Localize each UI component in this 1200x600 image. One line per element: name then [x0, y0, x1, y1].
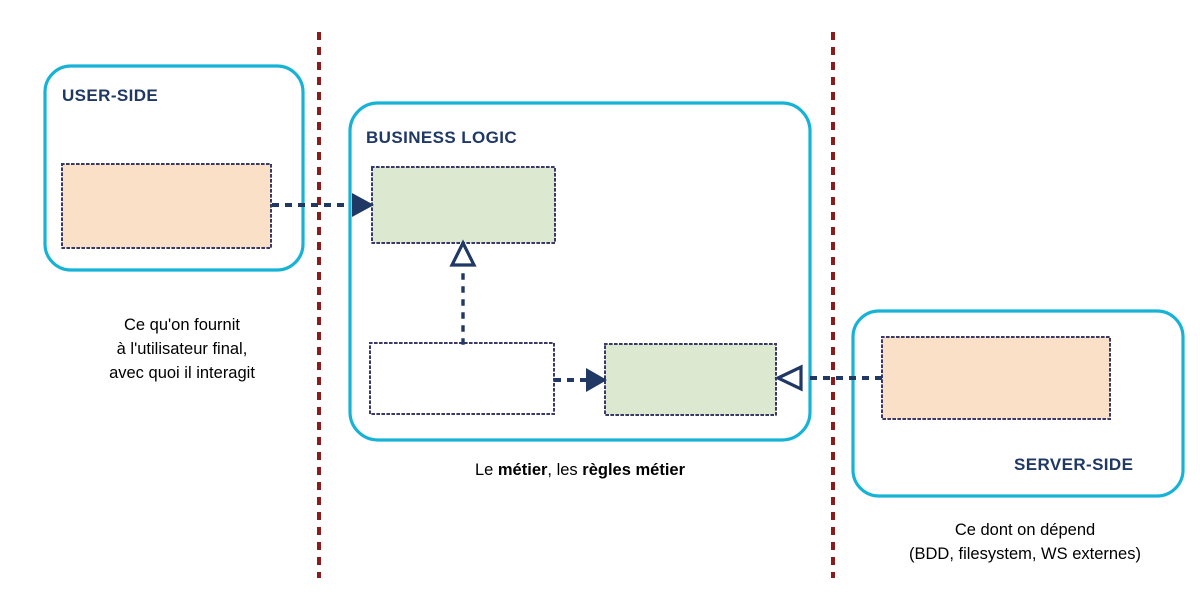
caption-user-side: Ce qu'on fournit à l'utilisateur final, …: [42, 313, 322, 385]
caption-user-side-line-2: à l'utilisateur final,: [116, 340, 248, 358]
zone-title-business-logic: BUSINESS LOGIC: [366, 128, 518, 147]
box-use-case[interactable]: [371, 166, 556, 244]
connector-entity-to-usecase: [449, 239, 477, 345]
connector-entity-to-gateway: [554, 368, 607, 392]
box-gateway[interactable]: [604, 343, 777, 416]
connector-infra-to-gateway: [774, 364, 882, 392]
caption-server-side: Ce dont on dépend (BDD, filesystem, WS e…: [855, 518, 1195, 566]
box-entity[interactable]: [369, 342, 555, 415]
connector-user-to-usecase: [272, 193, 374, 217]
box-user-component[interactable]: [61, 163, 272, 249]
zone-title-user-side: USER-SIDE: [62, 86, 159, 105]
caption-server-side-line-2: (BDD, filesystem, WS externes): [909, 545, 1141, 563]
caption-user-side-line-3: avec quoi il interagit: [109, 364, 255, 382]
caption-business-logic-rich: Le métier, les règles métier: [474, 461, 686, 479]
caption-business-logic: Le métier, les règles métier: [415, 458, 745, 482]
caption-user-side-line-1: Ce qu'on fournit: [124, 316, 240, 334]
zone-title-server-side: SERVER-SIDE: [1014, 455, 1134, 474]
caption-server-side-line-1: Ce dont on dépend: [954, 521, 1096, 539]
box-infrastructure[interactable]: [881, 336, 1111, 420]
